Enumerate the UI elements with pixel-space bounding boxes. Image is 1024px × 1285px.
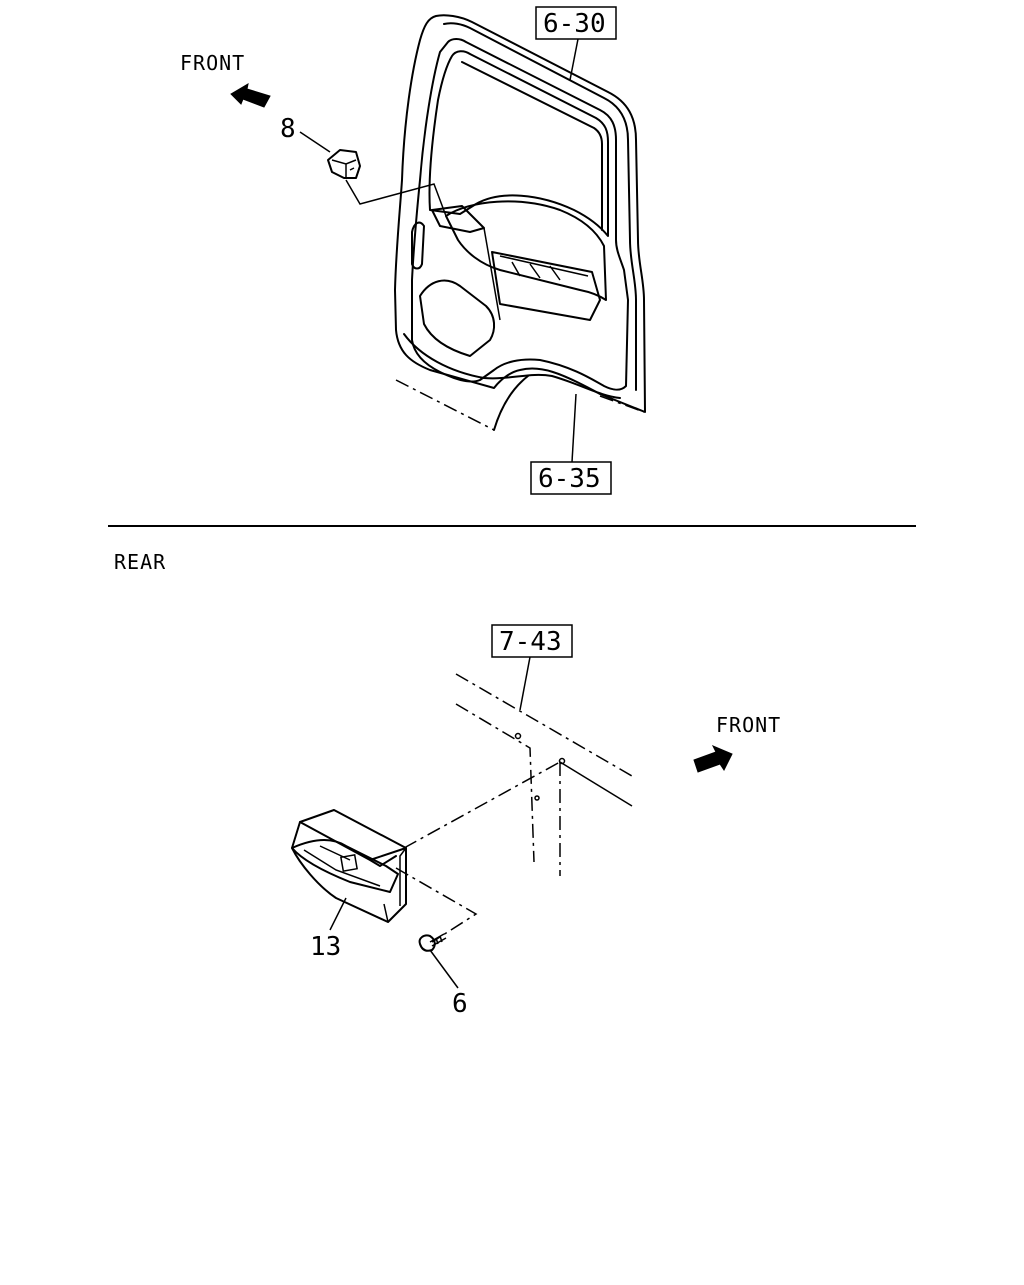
ref-7-43: 7-43	[499, 627, 562, 657]
ref-6-30-box	[535, 6, 617, 40]
part-13-install-leader	[403, 761, 561, 849]
door-inner-strip	[431, 205, 485, 233]
ref-6-35-leader	[571, 393, 577, 463]
clip-part-8	[327, 149, 361, 179]
callout-8: 8	[280, 114, 296, 144]
ref-7-43-leader	[519, 656, 531, 711]
door-inner-frame	[411, 38, 629, 391]
callout-6-leader	[429, 949, 459, 989]
ref-6-30-leader	[569, 38, 579, 81]
screw-part-6-shank	[429, 933, 447, 947]
door-section-curve	[493, 375, 529, 431]
screw-install-leader	[395, 867, 478, 943]
door-lower-contour	[403, 333, 621, 399]
front-direction-label: FRONT	[180, 51, 245, 75]
part-13-side	[383, 847, 407, 923]
part-13-lid	[299, 821, 407, 867]
clip-install-leader	[345, 179, 447, 217]
ref-7-43-box	[491, 624, 573, 658]
ref-6-30: 6-30	[543, 9, 606, 39]
ref-6-35-box	[530, 461, 612, 495]
door-strip-line	[483, 227, 501, 321]
door-armrest	[445, 200, 607, 301]
door-window-opening	[428, 50, 609, 237]
mount-hole-right	[558, 757, 566, 765]
rear-view: 7-43 FRONT 13 6	[291, 624, 781, 1019]
callout-13-leader	[329, 897, 347, 931]
clip-part-8-detail	[331, 159, 357, 178]
callout-6: 6	[452, 989, 468, 1019]
door-pocket-ribs	[499, 255, 589, 281]
part-13-opening	[291, 839, 399, 893]
door-outer-ridge	[443, 22, 637, 391]
body-panel-top-edge	[455, 673, 633, 777]
door-handle-recess	[411, 221, 425, 270]
part-13-inner-rim	[303, 845, 381, 887]
door-cut-line-bottom	[395, 379, 495, 431]
mount-hole-lower	[534, 795, 540, 801]
callout-8-leader	[299, 131, 331, 153]
screw-part-6	[418, 934, 436, 952]
door-pocket	[491, 251, 601, 321]
front-direction-arrow-rear-icon	[693, 745, 733, 773]
ref-6-35: 6-35	[538, 464, 601, 494]
part-13-housing	[291, 809, 407, 923]
body-panel-step	[559, 761, 633, 807]
front-door-view: FRONT 8 6-30 6-35	[180, 6, 646, 495]
mount-hole-upper	[514, 732, 522, 740]
rear-section-label: REAR	[114, 550, 166, 574]
front-direction-label-rear: FRONT	[716, 713, 781, 737]
callout-13: 13	[310, 932, 341, 962]
front-direction-arrow-icon	[230, 83, 271, 108]
door-cut-line-right	[599, 395, 645, 413]
door-outer-panel	[394, 14, 646, 413]
door-window-inner	[461, 61, 603, 231]
door-lower-trim	[419, 279, 496, 357]
body-panel-lower-edge	[455, 703, 535, 863]
part-13-switch	[340, 854, 358, 872]
